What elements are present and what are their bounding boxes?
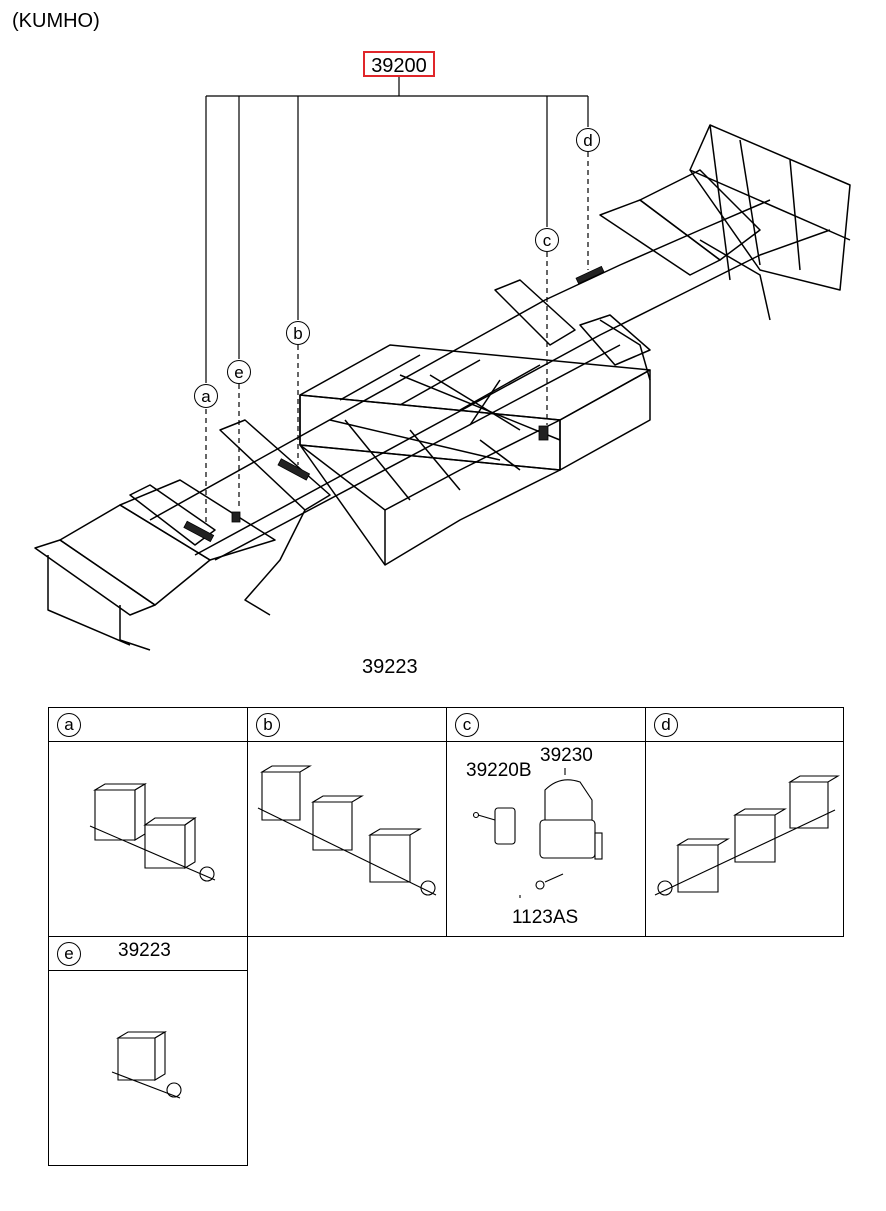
callout-c[interactable]: c bbox=[535, 228, 559, 252]
callout-d[interactable]: d bbox=[576, 128, 600, 152]
cell-a-letter: a bbox=[57, 713, 81, 737]
connector-single-illustration bbox=[111, 1031, 182, 1099]
part-label-1123as[interactable]: 1123AS bbox=[512, 907, 579, 928]
cell-c-letter: c bbox=[455, 713, 479, 737]
part-label-39223[interactable]: 39223 bbox=[118, 940, 171, 961]
cell-b-letter: b bbox=[256, 713, 280, 737]
callout-e[interactable]: e bbox=[227, 360, 251, 384]
maker-label: (KUMHO) bbox=[12, 10, 100, 32]
part-label-39220b[interactable]: 39220B bbox=[466, 760, 532, 781]
connector-pair-illustration bbox=[89, 783, 216, 882]
connector-triple-mirrored-illustration bbox=[654, 775, 840, 896]
chassis-frame-diagram bbox=[34, 77, 851, 651]
connector-triple-illustration bbox=[257, 765, 437, 896]
part-label-39230[interactable]: 39230 bbox=[540, 745, 593, 766]
cell-d-letter: d bbox=[654, 713, 678, 737]
callout-b[interactable]: b bbox=[286, 321, 310, 345]
control-unit-illustration bbox=[472, 768, 603, 898]
frame-part-number[interactable]: 39223 bbox=[362, 656, 418, 678]
main-part-number[interactable]: 39200 bbox=[363, 51, 435, 77]
callout-a[interactable]: a bbox=[194, 384, 218, 408]
cell-e-letter: e bbox=[57, 942, 81, 966]
